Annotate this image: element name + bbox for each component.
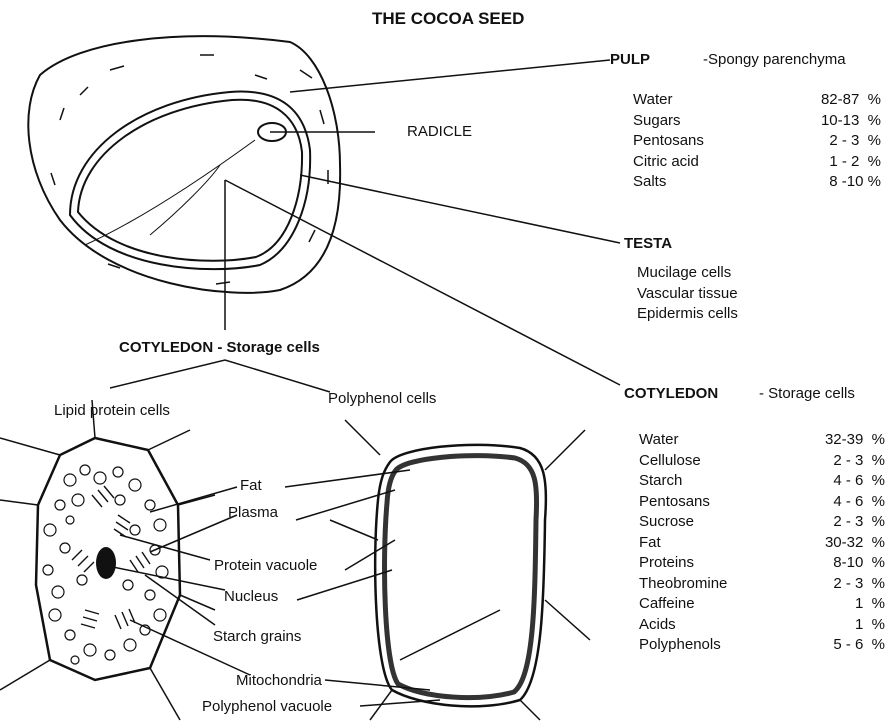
testa-heading: TESTA [624, 236, 672, 251]
row-name: Water [639, 430, 678, 451]
row-name: Sucrose [639, 512, 694, 533]
seed-outer-outline [28, 36, 340, 293]
radicle-label: RADICLE [407, 124, 472, 139]
plasma-label: Plasma [228, 505, 278, 520]
pulp-subtitle: -Spongy parenchyma [703, 52, 846, 67]
table-row: Pentosans 2 - 3 % [633, 131, 881, 152]
row-value: 10-13 % [821, 111, 881, 132]
row-value: 32-39 % [825, 430, 885, 451]
cotyledon-subtitle: - Storage cells [759, 386, 855, 401]
pulp-heading: PULP [610, 52, 650, 67]
row-value: 82-87 % [821, 90, 881, 111]
row-value: 5 - 6 % [833, 635, 885, 656]
table-row: Cellulose 2 - 3 % [639, 451, 885, 472]
row-name: Cellulose [639, 451, 701, 472]
fat-label: Fat [240, 478, 262, 493]
table-row: Sugars 10-13 % [633, 111, 881, 132]
row-name: Polyphenols [639, 635, 721, 656]
polyphenol-vacuole-label: Polyphenol vacuole [202, 699, 332, 714]
row-value: 4 - 6 % [833, 471, 885, 492]
table-row: Proteins 8-10 % [639, 553, 885, 574]
row-value: 2 - 3 % [829, 131, 881, 152]
starch-grains-label: Starch grains [213, 629, 301, 644]
row-value: 8-10 % [833, 553, 885, 574]
row-name: Acids [639, 615, 676, 636]
lipid-protein-cells-label: Lipid protein cells [54, 403, 170, 418]
table-row: Theobromine 2 - 3 % [639, 574, 885, 595]
row-name: Salts [633, 172, 666, 193]
row-name: Water [633, 90, 672, 111]
table-row: Citric acid 1 - 2 % [633, 152, 881, 173]
testa-outline [70, 92, 310, 270]
row-value: 2 - 3 % [833, 574, 885, 595]
pulp-composition-table: Water 82-87 % Sugars 10-13 % Pentosans 2 - … [633, 90, 881, 193]
row-value: 2 - 3 % [833, 512, 885, 533]
list-item: Epidermis cells [637, 304, 738, 325]
row-value: 8 -10 % [829, 172, 881, 193]
list-item: Vascular tissue [637, 284, 738, 305]
polyphenol-cell-wall [375, 445, 546, 707]
row-name: Fat [639, 533, 661, 554]
table-row: Sucrose 2 - 3 % [639, 512, 885, 533]
cotyledon-heading: COTYLEDON [624, 386, 718, 401]
cotyledon-composition-table: Water 32-39 % Cellulose 2 - 3 % Starch 4 - … [639, 430, 885, 656]
row-value: 4 - 6 % [833, 492, 885, 513]
row-name: Pentosans [639, 492, 710, 513]
cotyledon-left-heading: COTYLEDON - Storage cells [119, 340, 320, 355]
table-row: Acids 1 % [639, 615, 885, 636]
diagram-title: THE COCOA SEED [372, 10, 524, 27]
row-value: 30-32 % [825, 533, 885, 554]
row-name: Citric acid [633, 152, 699, 173]
row-name: Theobromine [639, 574, 727, 595]
table-row: Pentosans 4 - 6 % [639, 492, 885, 513]
row-value: 1 - 2 % [829, 152, 881, 173]
table-row: Water 82-87 % [633, 90, 881, 111]
row-value: 1 % [855, 615, 885, 636]
row-name: Sugars [633, 111, 681, 132]
table-row: Fat 30-32 % [639, 533, 885, 554]
nucleus-shape [96, 547, 116, 579]
row-value: 1 % [855, 594, 885, 615]
polyphenol-cells-label: Polyphenol cells [328, 391, 436, 406]
row-value: 2 - 3 % [833, 451, 885, 472]
table-row: Caffeine 1 % [639, 594, 885, 615]
row-name: Starch [639, 471, 682, 492]
row-name: Caffeine [639, 594, 695, 615]
testa-list: Mucilage cells Vascular tissue Epidermis… [637, 263, 738, 325]
table-row: Water 32-39 % [639, 430, 885, 451]
table-row: Polyphenols 5 - 6 % [639, 635, 885, 656]
protein-vacuole-label: Protein vacuole [214, 558, 317, 573]
table-row: Salts 8 -10 % [633, 172, 881, 193]
row-name: Pentosans [633, 131, 704, 152]
list-item: Mucilage cells [637, 263, 738, 284]
table-row: Starch 4 - 6 % [639, 471, 885, 492]
mitochondria-label: Mitochondria [236, 673, 322, 688]
nucleus-label: Nucleus [224, 589, 278, 604]
row-name: Proteins [639, 553, 694, 574]
